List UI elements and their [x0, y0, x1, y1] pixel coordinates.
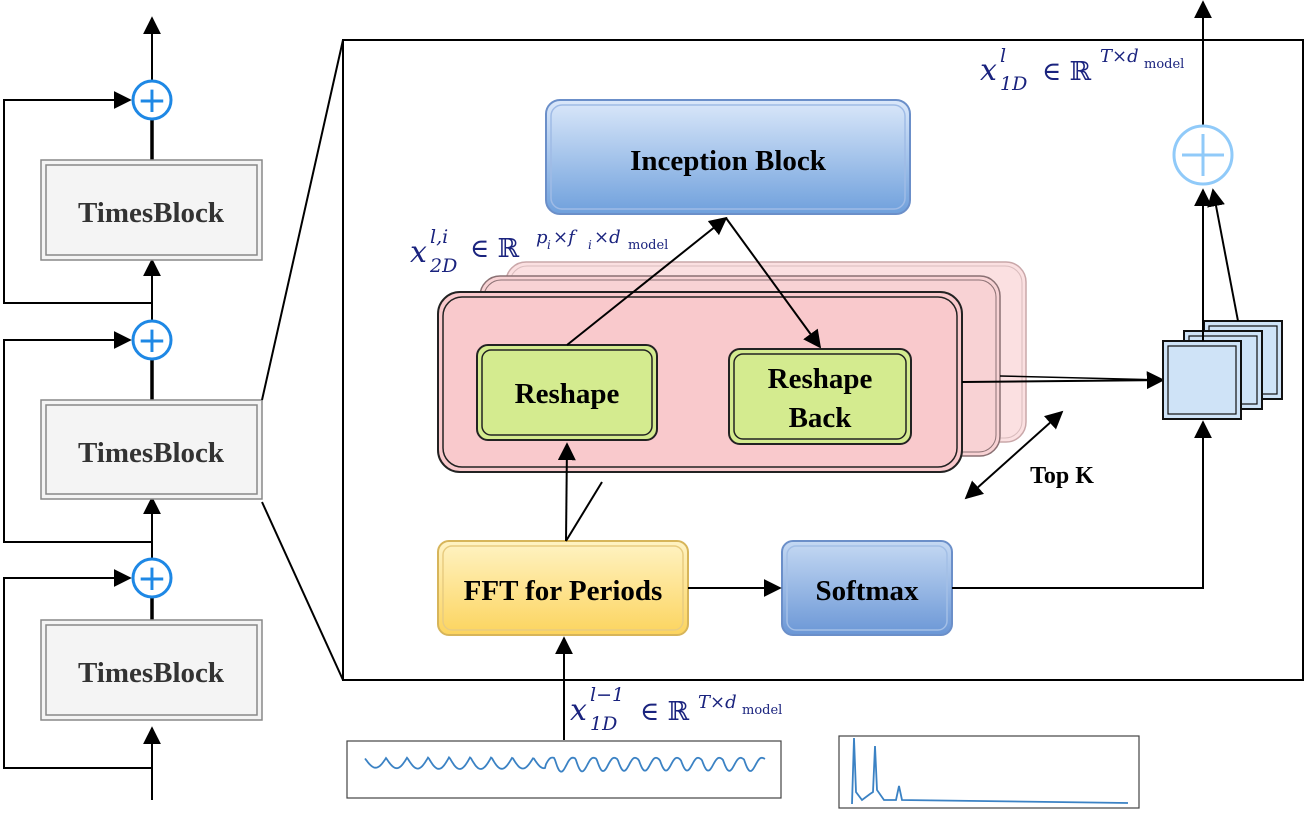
arrow-fft-to-stack: [565, 481, 603, 542]
svg-text:Reshape: Reshape: [515, 378, 620, 410]
arrow-stack-to-cubes: [961, 371, 1165, 390]
inception-block: Inception Block: [545, 99, 911, 215]
fft-block: FFT for Periods: [437, 540, 689, 636]
timesblock-middle: TimesBlock: [40, 399, 263, 500]
svg-text:×f: ×f: [553, 227, 578, 248]
svg-text:p: p: [536, 227, 548, 248]
arrow-softmax-to-aggregation: [952, 420, 1212, 589]
svg-text:1D: 1D: [1000, 73, 1027, 95]
svg-text:Softmax: Softmax: [815, 575, 919, 607]
svg-text:i: i: [588, 238, 592, 252]
add-icon: +: [131, 319, 173, 361]
topk-label: Top K: [1030, 463, 1094, 489]
svg-text:i: i: [547, 238, 551, 252]
svg-text:TimesBlock: TimesBlock: [78, 657, 225, 689]
time-series-thumbnail: [346, 740, 782, 799]
svg-text:1D: 1D: [590, 713, 617, 735]
arrow-stack-to-cubes-2: [999, 375, 1164, 381]
x2d-label: x l,i 2D ∈ ℝ p i ×f i ×d model: [410, 226, 668, 277]
reshape-back-block: Reshape Back: [728, 348, 912, 445]
timesblock-top: TimesBlock: [40, 159, 263, 261]
svg-text:∈ ℝ: ∈ ℝ: [640, 697, 690, 727]
svg-text:TimesBlock: TimesBlock: [78, 197, 225, 229]
svg-text:2D: 2D: [429, 255, 457, 277]
svg-text:model: model: [1144, 57, 1184, 72]
svg-text:×d: ×d: [594, 227, 621, 248]
times-stack: + + + TimesBlock TimesBlock TimesBlock: [3, 16, 263, 800]
zoom-line-bottom: [261, 501, 344, 681]
svg-text:+: +: [137, 320, 167, 361]
add-icon: +: [131, 557, 173, 599]
arrow-reshape-to-inception: [566, 216, 728, 346]
svg-text:TimesBlock: TimesBlock: [78, 437, 225, 469]
svg-text:x: x: [980, 53, 997, 88]
spectrum-thumbnail: [838, 735, 1140, 809]
aggregation-add-icon: [1172, 124, 1234, 186]
reshape-block: Reshape: [476, 344, 658, 441]
period-output-stack: [1162, 320, 1283, 420]
svg-text:T×d: T×d: [1100, 46, 1139, 67]
svg-text:FFT for Periods: FFT for Periods: [464, 575, 663, 607]
svg-text:l,i: l,i: [430, 226, 448, 248]
svg-text:Reshape: Reshape: [768, 363, 873, 395]
softmax-block: Softmax: [781, 540, 953, 636]
x1d-input-label: x l−1 1D ∈ ℝ T×d model: [570, 684, 782, 735]
arrow-inception-to-reshape-back: [725, 217, 822, 349]
svg-text:x: x: [570, 693, 587, 728]
svg-text:Back: Back: [789, 402, 853, 434]
zoom-line-top: [261, 39, 344, 401]
svg-text:+: +: [137, 558, 167, 599]
add-icon: +: [131, 79, 173, 121]
arrow-fft-to-reshape: [557, 442, 576, 542]
arrow-cubes-to-add-2: [1207, 188, 1239, 322]
timesblock-detail-panel: [342, 39, 1304, 681]
svg-text:model: model: [628, 238, 668, 253]
svg-text:+: +: [137, 80, 167, 121]
timesblock-bottom: TimesBlock: [40, 619, 263, 721]
svg-text:l: l: [1000, 45, 1006, 67]
svg-text:Inception Block: Inception Block: [630, 145, 827, 177]
x1d-output-label: x l 1D ∈ ℝ T×d model: [980, 45, 1184, 95]
svg-text:∈ ℝ: ∈ ℝ: [1042, 57, 1092, 87]
svg-text:l−1: l−1: [590, 684, 624, 706]
svg-text:T×d: T×d: [698, 692, 737, 713]
svg-text:model: model: [742, 703, 782, 718]
svg-text:∈ ℝ: ∈ ℝ: [470, 234, 520, 264]
topk-double-arrow: [964, 410, 1064, 500]
svg-text:x: x: [410, 235, 427, 270]
